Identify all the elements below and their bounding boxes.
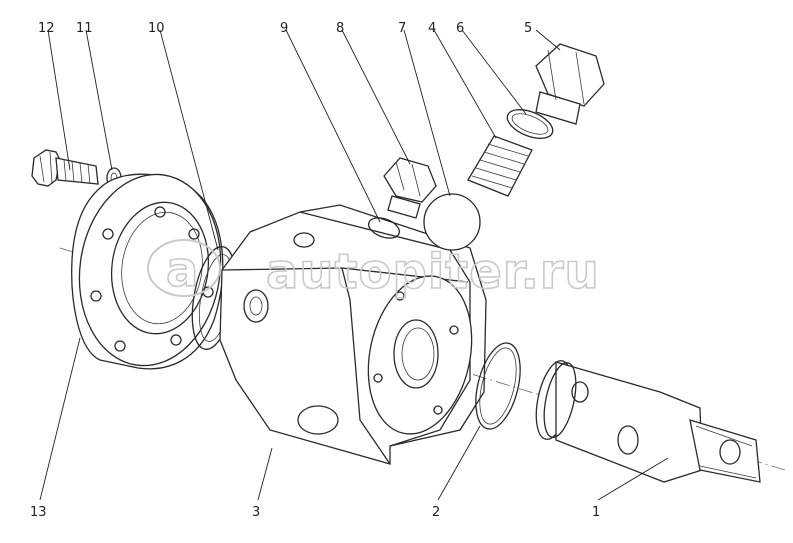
leader-9	[285, 29, 381, 223]
callout-labels: 12 11 10 9 8 7 4 6 5 13 3 2 1	[30, 21, 600, 520]
o-ring-part-9	[368, 217, 400, 239]
leader-7	[403, 29, 451, 197]
leader-11	[85, 29, 113, 171]
o-ring-part-6	[506, 109, 554, 139]
leader-10	[159, 29, 219, 251]
callout-7: 7	[398, 21, 406, 36]
housing-part-3	[219, 204, 487, 465]
plug-part-8	[383, 157, 437, 219]
callout-3: 3	[252, 505, 260, 520]
spring-part-4	[467, 135, 533, 197]
leader-6	[461, 29, 527, 115]
leader-8	[341, 29, 411, 165]
watermark-logo-letter: a	[166, 242, 199, 298]
leader-12	[47, 29, 71, 171]
callout-11: 11	[76, 21, 93, 36]
leader-1	[597, 457, 669, 501]
ring-part-2	[475, 342, 521, 430]
cap-nut-part-5	[535, 43, 605, 125]
leader-13	[39, 337, 81, 501]
callout-10: 10	[148, 21, 165, 36]
bolt-part-12	[31, 149, 99, 187]
callout-8: 8	[336, 21, 344, 36]
callout-5: 5	[524, 21, 532, 36]
callout-4: 4	[428, 21, 436, 36]
watermark-text: autopiter.ru	[266, 244, 600, 300]
leader-4	[433, 29, 497, 139]
callout-1: 1	[592, 505, 600, 520]
callout-6: 6	[456, 21, 464, 36]
watermark-logo-icon: a	[147, 239, 221, 299]
callout-12: 12	[38, 21, 55, 36]
shaft-part-1	[535, 360, 761, 483]
watermark: a autopiter.ru	[147, 239, 600, 301]
leader-2	[437, 425, 481, 501]
leader-3	[257, 447, 273, 501]
callout-13: 13	[30, 505, 47, 520]
flange-part-13	[71, 173, 224, 370]
leader-lines	[39, 29, 669, 501]
callout-9: 9	[280, 21, 288, 36]
leader-5	[535, 29, 561, 51]
ball-part-7	[423, 193, 481, 251]
callout-2: 2	[432, 505, 440, 520]
